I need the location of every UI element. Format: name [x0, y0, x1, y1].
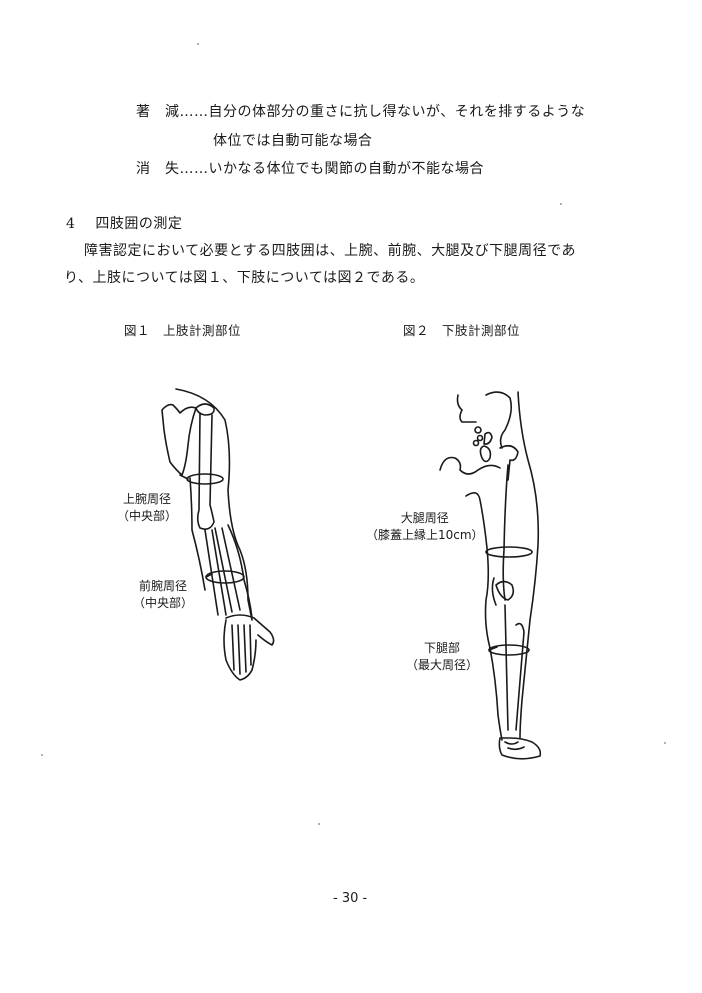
definition-leader: …… [179, 104, 209, 120]
label-thigh-circumference: 大腿周径 （膝蓋上縁上10cm） [366, 511, 484, 542]
scan-speck [197, 43, 199, 45]
section-paragraph-line2: り、上肢については図１、下肢については図２である。 [64, 270, 425, 286]
scan-speck [318, 823, 320, 825]
definition-item-1: 著 減……自分の体部分の重さに抗し得ないが、それを排するような [136, 101, 585, 121]
definition-text: 自分の体部分の重さに抗し得ないが、それを排するような [208, 104, 586, 120]
definition-term: 著 減 [136, 104, 180, 120]
label-lower-leg-circumference: 下腿部 （最大周径） [406, 641, 479, 672]
scan-speck [560, 203, 562, 205]
section-heading: 4 四肢囲の測定 [66, 213, 182, 233]
page-number: - 30 - [333, 891, 368, 906]
definition-term: 消 失 [136, 161, 180, 177]
section-number: 4 [66, 216, 76, 232]
section-title: 四肢囲の測定 [95, 216, 183, 232]
scan-speck [664, 742, 666, 744]
section-paragraph-line1: 障害認定において必要とする四肢囲は、上腕、前腕、大腿及び下腿周径であ [84, 243, 577, 259]
label-upper-arm-circumference: 上腕周径 （中央部） [117, 492, 178, 523]
definition-continuation: 体位では自動可能な場合 [213, 133, 373, 149]
label-forearm-circumference: 前腕周径 （中央部） [133, 579, 194, 610]
figure-2-caption: 図２ 下肢計測部位 [403, 323, 521, 338]
scan-speck [41, 754, 43, 756]
figure-1-caption: 図１ 上肢計測部位 [124, 323, 242, 338]
definition-item-2: 消 失……いかなる体位でも関節の自動が不能な場合 [136, 158, 484, 178]
definition-leader: …… [179, 161, 209, 177]
definition-text: いかなる体位でも関節の自動が不能な場合 [208, 161, 484, 177]
